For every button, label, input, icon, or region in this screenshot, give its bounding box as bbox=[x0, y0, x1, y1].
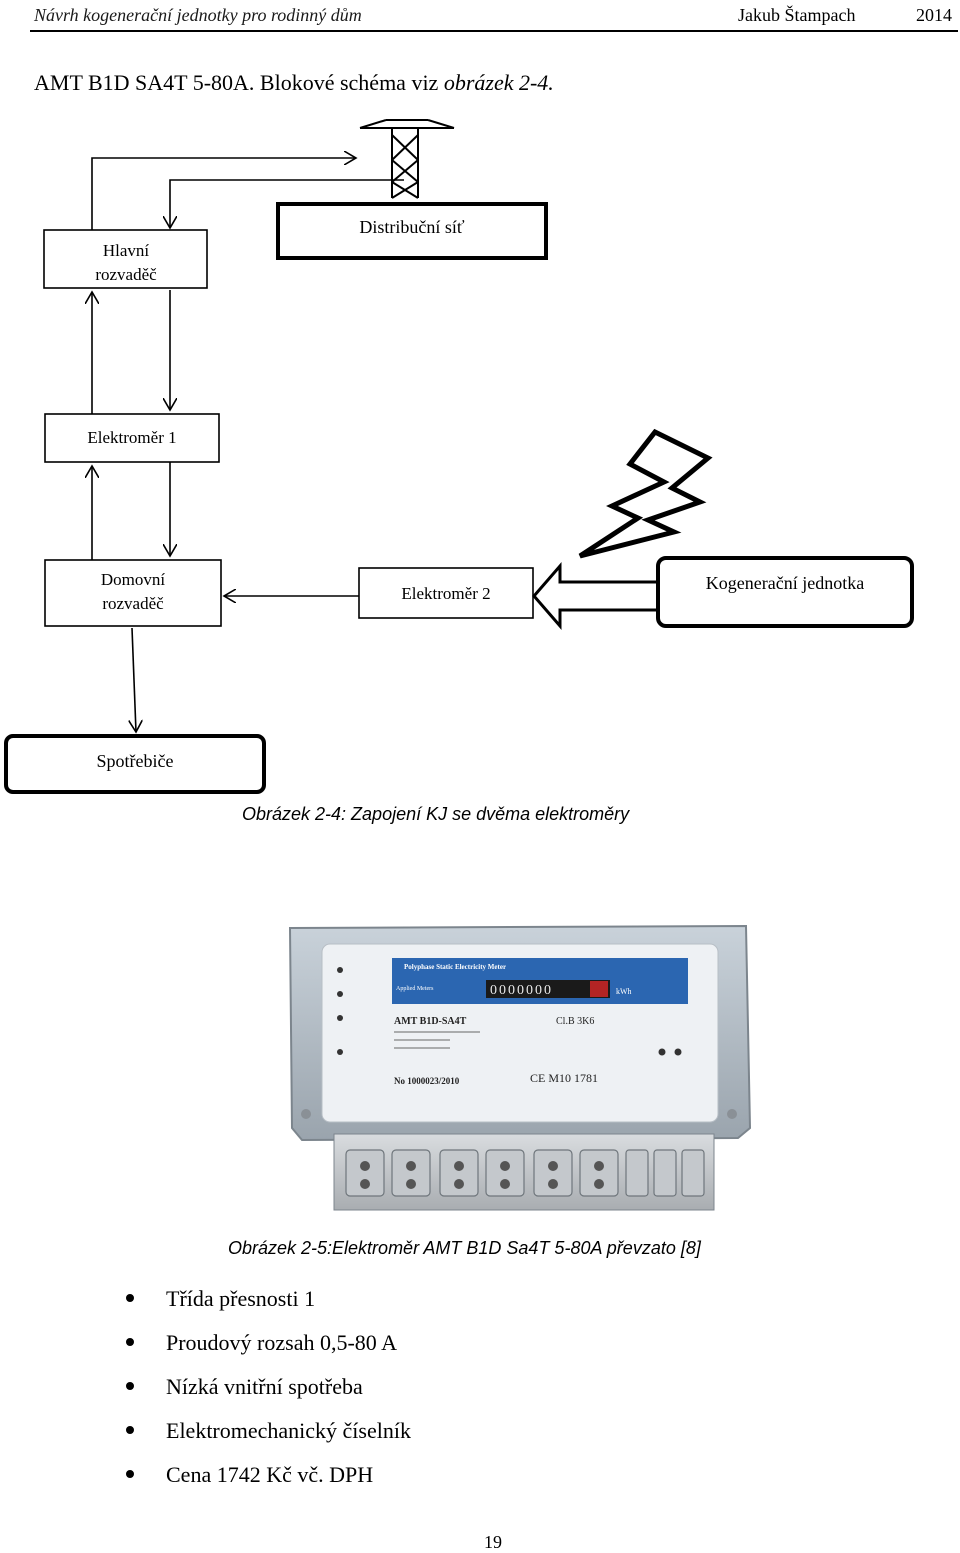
bullet-icon bbox=[126, 1338, 134, 1346]
distribution-grid-box bbox=[276, 202, 548, 260]
meter2-box bbox=[358, 567, 534, 619]
main-switchboard-label-1: Hlavní bbox=[103, 241, 150, 260]
list-item: Třída přesnosti 1 bbox=[122, 1282, 411, 1326]
arrow-main-to-grid bbox=[91, 158, 356, 230]
meter-indicator-leds bbox=[337, 967, 682, 1056]
electricity-meter-photo: Polyphase Static Electricity Meter Appli… bbox=[288, 924, 752, 1211]
meter-terminals bbox=[345, 1149, 705, 1197]
intro-text: AMT B1D SA4T 5-80A. Blokové schéma viz bbox=[34, 70, 444, 95]
bullet-icon bbox=[126, 1294, 134, 1302]
list-item: Elektromechanický číselník bbox=[122, 1414, 411, 1458]
meter-class: Cl.B 3K6 bbox=[556, 1016, 594, 1027]
bullet-icon bbox=[126, 1382, 134, 1390]
page-number: 19 bbox=[484, 1532, 502, 1552]
main-switchboard-box bbox=[43, 229, 208, 289]
page-header: Návrh kogenerační jednotky pro rodinný d… bbox=[0, 0, 960, 32]
meter-marks: CE M10 1781 bbox=[530, 1071, 598, 1085]
meter2-label: Elektroměr 2 bbox=[401, 584, 490, 603]
meter-screws bbox=[301, 1109, 737, 1119]
lightning-bolt-icon bbox=[578, 428, 713, 559]
meter-serial: No 1000023/2010 bbox=[394, 1076, 460, 1086]
appliances-label: Spotřebiče bbox=[97, 751, 174, 771]
house-switchboard-box bbox=[44, 559, 222, 627]
list-item-text: Nízká vnitřní spotřeba bbox=[166, 1374, 363, 1399]
meter-brand: Applied Meters bbox=[396, 986, 434, 992]
distribution-grid-label: Distribuční síť bbox=[359, 217, 464, 237]
meter-spec-lines bbox=[394, 1031, 480, 1049]
meter-model: AMT B1D-SA4T bbox=[394, 1016, 467, 1027]
header-rule bbox=[30, 30, 958, 32]
house-switchboard-label-1: Domovní bbox=[101, 570, 166, 589]
meter1-label: Elektroměr 1 bbox=[87, 428, 176, 447]
meter-panel-title: Polyphase Static Electricity Meter bbox=[404, 963, 506, 971]
main-switchboard-label-2: rozvaděč bbox=[95, 265, 157, 284]
meter-counter-red-digit bbox=[590, 981, 608, 997]
meter-terminal-screws bbox=[360, 1161, 604, 1189]
list-item: Nízká vnitřní spotřeba bbox=[122, 1370, 411, 1414]
bullet-icon bbox=[126, 1426, 134, 1434]
meter1-box bbox=[44, 413, 220, 463]
header-year: 2014 bbox=[916, 5, 952, 25]
meter-unit: kWh bbox=[616, 987, 632, 996]
intro-paragraph: AMT B1D SA4T 5-80A. Blokové schéma viz o… bbox=[34, 70, 554, 96]
list-item-text: Elektromechanický číselník bbox=[166, 1418, 411, 1443]
house-switchboard-label-2: rozvaděč bbox=[102, 594, 164, 613]
list-item-text: Proudový rozsah 0,5-80 A bbox=[166, 1330, 397, 1355]
intro-figure-ref: obrázek 2-4. bbox=[443, 70, 554, 95]
figure-2-4-caption: Obrázek 2-4: Zapojení KJ se dvěma elektr… bbox=[242, 804, 630, 824]
arrow-house-to-appliances bbox=[132, 627, 136, 732]
meter-counter-digits: 0000000 bbox=[490, 983, 553, 998]
cogeneration-unit-box bbox=[656, 556, 914, 628]
list-item: Proudový rozsah 0,5-80 A bbox=[122, 1326, 411, 1370]
meter-counter-display bbox=[486, 980, 610, 998]
list-item: Cena 1742 Kč vč. DPH bbox=[122, 1458, 411, 1502]
header-title: Návrh kogenerační jednotky pro rodinný d… bbox=[34, 5, 362, 25]
figure-2-5-caption: Obrázek 2-5:Elektroměr AMT B1D Sa4T 5-80… bbox=[228, 1238, 701, 1258]
arrow-grid-to-main bbox=[170, 179, 404, 228]
cogeneration-unit-label: Kogenerační jednotka bbox=[706, 573, 864, 593]
power-pylon-icon bbox=[359, 119, 455, 199]
list-item-text: Cena 1742 Kč vč. DPH bbox=[166, 1462, 374, 1487]
list-item-text: Třída přesnosti 1 bbox=[166, 1286, 316, 1311]
header-author: Jakub Štampach bbox=[738, 5, 856, 25]
feature-list: Třída přesnosti 1 Proudový rozsah 0,5-80… bbox=[122, 1282, 411, 1502]
block-diagram: Distribuční síť Hlavní rozvaděč Elektrom… bbox=[4, 119, 914, 794]
appliances-box bbox=[4, 734, 266, 794]
block-arrow-cogen-to-meter2 bbox=[532, 561, 660, 631]
bullet-icon bbox=[126, 1470, 134, 1478]
